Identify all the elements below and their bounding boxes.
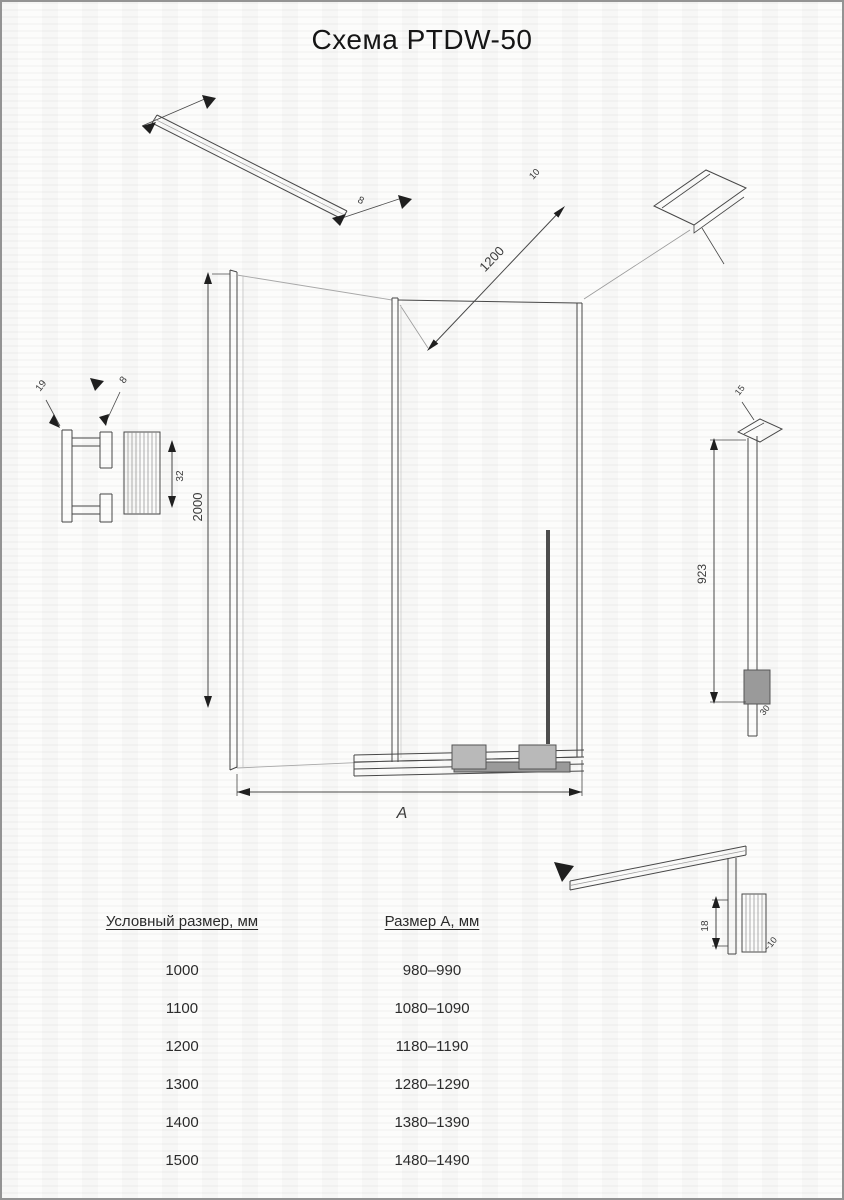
wall-hatch xyxy=(127,432,157,514)
wall-profile-detail: 19 8 32 xyxy=(34,374,186,523)
col-header-nominal: Условный размер, мм xyxy=(105,913,259,930)
dim-side-height-label: 923 xyxy=(695,564,709,584)
table-row: 1300 1280–1290 xyxy=(57,1065,557,1103)
nominal-cell: 1300 xyxy=(165,1075,199,1093)
table-row: 1000 980–990 xyxy=(57,951,557,989)
main-elevation: 2000 A xyxy=(190,269,585,822)
side-top-small-label: 15 xyxy=(733,383,747,397)
size-a-cell: 1380–1390 xyxy=(394,1113,470,1131)
col-header-size-a: Размер A, мм xyxy=(384,913,480,930)
side-bottom-small-label: 30 xyxy=(758,703,772,717)
size-table-header: Условный размер, мм Размер A, мм xyxy=(57,905,557,951)
roller-right xyxy=(518,744,557,770)
nominal-cell: 1200 xyxy=(165,1037,199,1055)
nominal-cell: 1500 xyxy=(165,1151,199,1169)
table-row: 1500 1480–1490 xyxy=(57,1141,557,1179)
left-detail-dim3-label: 32 xyxy=(175,470,186,482)
table-row: 1200 1180–1190 xyxy=(57,1027,557,1065)
dim-width-label: 1200 xyxy=(476,243,507,274)
table-row: 1100 1080–1090 xyxy=(57,989,557,1027)
bottom-detail-small-label: ~10 xyxy=(762,935,779,953)
top-rail-detail: 8 xyxy=(141,95,412,226)
size-a-cell: 1280–1290 xyxy=(394,1075,470,1093)
top-bracket-detail xyxy=(653,169,748,265)
table-row: 1400 1380–1390 xyxy=(57,1103,557,1141)
diagram-title: Схема PTDW-50 xyxy=(311,24,533,55)
dim-top-small-label: 10 xyxy=(527,167,542,182)
size-a-cell: 1480–1490 xyxy=(394,1151,470,1169)
left-detail-dim1-label: 19 xyxy=(34,378,50,394)
bottom-detail-dim-label: 18 xyxy=(700,920,711,932)
nominal-cell: 1000 xyxy=(165,961,199,979)
nominal-cell: 1100 xyxy=(165,999,199,1017)
left-detail-dim2-label: 8 xyxy=(118,374,130,386)
size-a-cell: 980–990 xyxy=(402,961,462,979)
side-view: 923 15 30 xyxy=(695,383,784,737)
size-a-cell: 1180–1190 xyxy=(395,1037,469,1055)
width-dimension: 1200 10 xyxy=(399,167,691,351)
dim-height-label: 2000 xyxy=(190,493,205,522)
side-bottom-block xyxy=(743,669,771,705)
dim-a-label: A xyxy=(396,805,408,822)
bottom-sill-detail: 18 ~10 xyxy=(554,845,779,955)
door-handle xyxy=(546,530,550,744)
sill-hatch xyxy=(745,894,763,952)
rail-small-dim-label: 8 xyxy=(356,195,366,208)
size-table: Условный размер, мм Размер A, мм 1000 98… xyxy=(57,905,557,1179)
size-a-cell: 1080–1090 xyxy=(394,999,470,1017)
roller-left xyxy=(451,744,487,770)
nominal-cell: 1400 xyxy=(165,1113,199,1131)
